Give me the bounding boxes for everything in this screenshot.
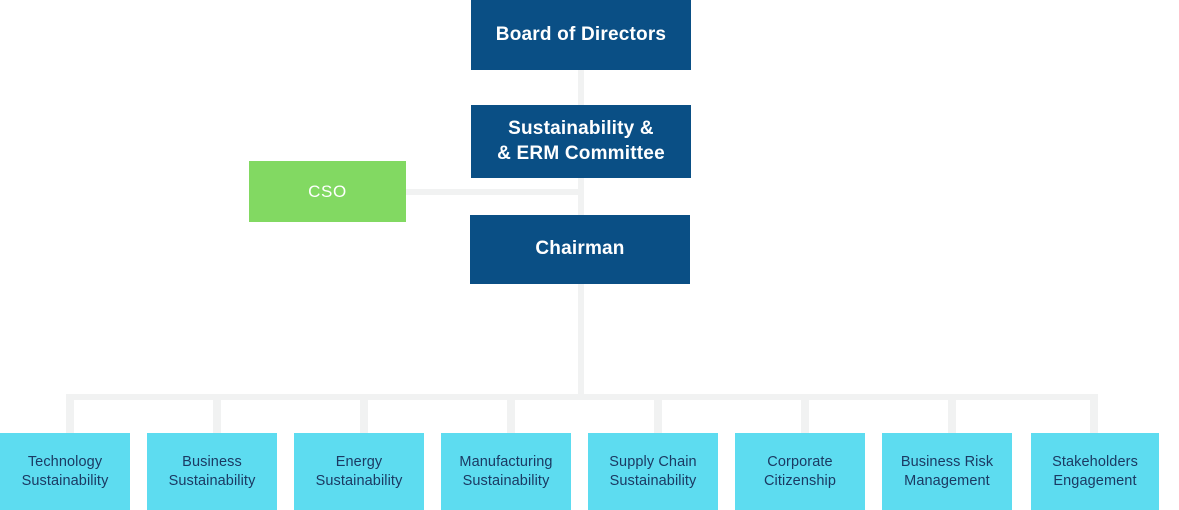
connector-drop-8 — [1090, 400, 1098, 435]
node-leaf-5-label: Supply Chain Sustainability — [609, 453, 697, 489]
connector-committee-to-chairman — [578, 178, 584, 216]
connector-cso-to-spine — [406, 189, 584, 195]
connector-horizontal-bus — [66, 394, 1098, 400]
connector-drop-3 — [360, 400, 368, 435]
node-leaf-6[interactable]: Corporate Citizenship — [735, 433, 865, 510]
connector-drop-6 — [801, 400, 809, 435]
connector-drop-2 — [213, 400, 221, 435]
node-leaf-5[interactable]: Supply Chain Sustainability — [588, 433, 718, 510]
node-board-of-directors-label: Board of Directors — [495, 23, 667, 45]
node-leaf-4-label: Manufacturing Sustainability — [459, 453, 553, 489]
node-leaf-6-label: Corporate Citizenship — [763, 453, 837, 489]
node-leaf-3-label: Energy Sustainability — [315, 453, 403, 489]
connector-drop-4 — [507, 400, 515, 435]
node-board-of-directors[interactable]: Board of Directors — [471, 0, 691, 70]
node-leaf-7[interactable]: Business Risk Management — [882, 433, 1012, 510]
node-leaf-1-label: Technology Sustainability — [21, 453, 109, 489]
node-leaf-7-label: Business Risk Management — [900, 453, 994, 489]
connector-drop-7 — [948, 400, 956, 435]
node-sustainability-erm-committee-label: Sustainability & & ERM Committee — [497, 118, 665, 164]
node-cso[interactable]: CSO — [249, 161, 406, 222]
node-leaf-1[interactable]: Technology Sustainability — [0, 433, 130, 510]
node-leaf-4[interactable]: Manufacturing Sustainability — [441, 433, 571, 510]
node-chairman[interactable]: Chairman — [470, 215, 690, 284]
node-leaf-2[interactable]: Business Sustainability — [147, 433, 277, 510]
node-cso-label: CSO — [308, 181, 347, 201]
node-leaf-8-label: Stakeholders Engagement — [1052, 453, 1138, 489]
node-sustainability-erm-committee[interactable]: Sustainability & & ERM Committee — [471, 105, 691, 178]
connector-board-to-committee — [578, 70, 584, 106]
node-leaf-8[interactable]: Stakeholders Engagement — [1031, 433, 1159, 510]
node-chairman-label: Chairman — [535, 238, 625, 260]
node-leaf-3[interactable]: Energy Sustainability — [294, 433, 424, 510]
node-leaf-2-label: Business Sustainability — [168, 453, 256, 489]
connector-drop-1 — [66, 400, 74, 435]
connector-chairman-to-bus — [578, 284, 584, 400]
connector-drop-5 — [654, 400, 662, 435]
